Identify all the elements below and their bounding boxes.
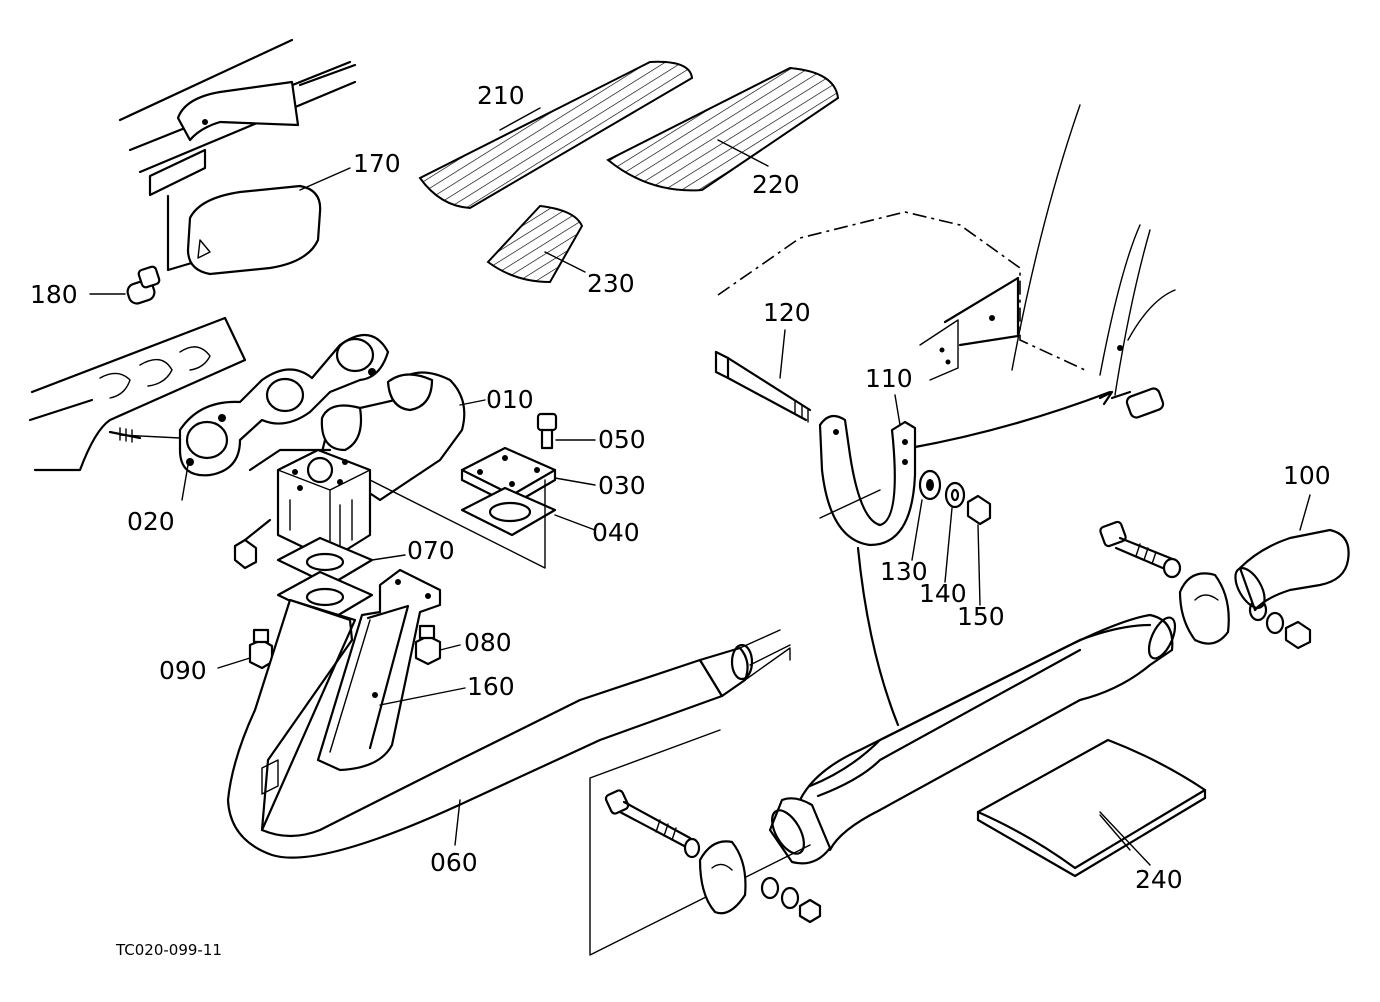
manifold-gasket-020 <box>119 333 390 477</box>
nut-150 <box>966 494 992 606</box>
label-240: 240 <box>1135 865 1183 894</box>
label-170: 170 <box>353 149 401 178</box>
lower-clamp-assembly <box>604 789 822 924</box>
install-arrow <box>856 546 900 727</box>
insulation-sheet-230 <box>486 204 584 284</box>
pipe-guide-line <box>749 644 791 666</box>
label-080: 080 <box>464 628 512 657</box>
insulation-sheet-210 <box>418 60 694 210</box>
label-140: 140 <box>919 579 967 608</box>
nut-080 <box>414 624 461 666</box>
tail-pipe-100 <box>1234 494 1350 612</box>
muffler <box>768 613 1177 865</box>
label-020: 020 <box>127 507 175 536</box>
label-120: 120 <box>763 298 811 327</box>
label-110: 110 <box>865 364 913 393</box>
stud-bolt <box>108 427 142 443</box>
assembly-guide-lines <box>369 479 546 569</box>
label-050: 050 <box>598 425 646 454</box>
frame-outline <box>717 104 1176 396</box>
engine-block <box>28 316 247 472</box>
label-130: 130 <box>880 557 928 586</box>
exhaust-pipe-060 <box>226 598 791 859</box>
label-060: 060 <box>430 848 478 877</box>
drawing-code: TC020-099-11 <box>115 941 222 959</box>
label-180: 180 <box>30 280 78 309</box>
washer-130 <box>911 469 942 561</box>
label-150: 150 <box>957 602 1005 631</box>
label-040: 040 <box>592 518 640 547</box>
label-030: 030 <box>598 471 646 500</box>
gasket-040 <box>460 486 596 537</box>
bolt-180 <box>89 265 161 305</box>
insulation-sheet-220 <box>606 66 840 192</box>
label-010: 010 <box>486 385 534 414</box>
lock-washer-140 <box>944 481 966 583</box>
cab-bolt <box>908 387 1165 450</box>
muffler-guide-frame <box>589 729 811 956</box>
cover-plate-030 <box>460 446 596 507</box>
bolt-050 <box>536 412 596 450</box>
leader-lines <box>181 107 1131 851</box>
label-100: 100 <box>1283 461 1331 490</box>
upper-clamp-assembly <box>1099 520 1312 650</box>
label-210: 210 <box>477 81 525 110</box>
bracket-160 <box>316 568 466 772</box>
heat-shield-cover-170 <box>118 38 357 276</box>
nut-090 <box>217 628 274 670</box>
label-230: 230 <box>587 269 635 298</box>
label-160: 160 <box>467 672 515 701</box>
label-090: 090 <box>159 656 207 685</box>
flange-nut <box>233 518 272 570</box>
label-070: 070 <box>407 536 455 565</box>
pad-240 <box>976 738 1207 878</box>
label-220: 220 <box>752 170 800 199</box>
clamp-bracket-110 <box>818 394 917 547</box>
hook-bolt-120 <box>714 329 812 423</box>
outlet-flange-block <box>276 448 372 562</box>
